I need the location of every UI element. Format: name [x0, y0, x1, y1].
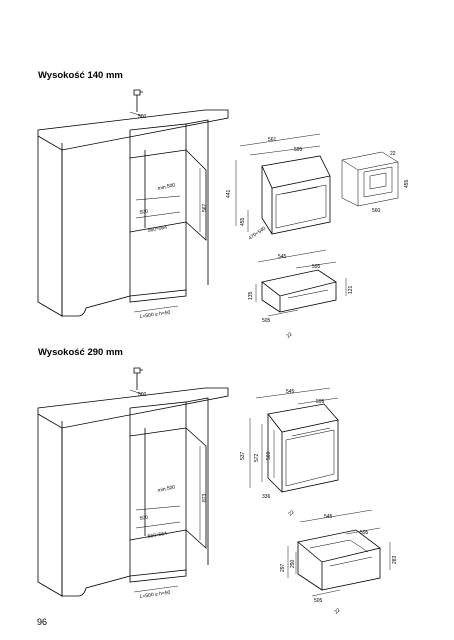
heading-290: Wysokość 290 mm — [38, 347, 123, 358]
drawer-front-depth-label: 505 — [314, 598, 323, 604]
heading-140: Wysokość 140 mm — [38, 70, 123, 81]
oven-front-width-label: 595 — [294, 147, 303, 153]
oven-body — [267, 403, 339, 493]
oven-body — [261, 155, 331, 235]
drawer-handle-label: 22 — [285, 331, 293, 339]
vent-label: L=500 ≥ h=50 — [139, 310, 171, 320]
niche-width-label: 560÷564 — [147, 225, 167, 234]
niche-depth-label: min.500 — [157, 484, 176, 494]
power-socket-icon — [133, 89, 143, 112]
machine-side-label: 455 — [404, 179, 410, 188]
power-socket-icon — [133, 367, 143, 390]
drawer-width-label: 595 — [360, 530, 369, 536]
oven-total-height-label: 441 — [226, 189, 232, 198]
machine-top-label: 22 — [390, 151, 396, 157]
oven-handle — [291, 427, 331, 437]
plinth-vent — [129, 289, 187, 303]
oven-drawing-140: 561 595 441 455 470÷540 — [226, 133, 331, 242]
oven-total-height-label: 537 — [240, 451, 246, 460]
drawer-left-height-label: 297 — [280, 563, 286, 572]
oven-bottom-label: 336 — [262, 494, 271, 500]
shelf-depth-label: 500 — [139, 209, 148, 216]
oven-handle-label: 22 — [287, 509, 295, 517]
drawer-width-label: 595 — [312, 264, 321, 270]
oven-back-width-label: 561 — [268, 137, 277, 143]
shelf-depth-label: 500 — [139, 515, 148, 522]
drawer-drawing-140: 545 595 135 121 505 22 — [248, 249, 354, 340]
drawer-handle — [329, 556, 373, 567]
oven-width-label: 595 — [316, 399, 325, 405]
drawer-right-height-label: 283 — [392, 555, 398, 564]
niche-height-label: 567 — [202, 203, 208, 212]
oven-handle — [281, 186, 319, 195]
cabinet-body — [61, 401, 187, 597]
coffee-machine-inset: 22 455 560 — [341, 151, 410, 214]
machine-base-label: 560 — [372, 208, 381, 214]
oven-depth-range-label: 470÷540 — [248, 225, 268, 241]
cabinet-top-depth-label: 500 — [138, 392, 147, 398]
niche-depth-label: min.500 — [157, 182, 176, 192]
oven-niche — [129, 149, 207, 241]
niche-width-label: 560÷564 — [147, 531, 167, 540]
drawer-depth-label: 545 — [278, 254, 287, 260]
vent-label: L=500 ≥ h=50 — [139, 590, 171, 600]
page-number: 96 — [37, 617, 48, 627]
oven-niche — [129, 427, 207, 549]
drawer-right-height-label: 121 — [348, 285, 354, 294]
drawer-body — [297, 529, 381, 591]
drawer-left-height-label: 135 — [248, 291, 254, 300]
drawer-depth-label: 545 — [324, 514, 333, 520]
drawer-body — [261, 269, 337, 313]
cabinet-drawing-290: 500 min.500 500 560÷564 873 L=500 ≥ h=50 — [37, 367, 229, 600]
oven-depth-label: 545 — [286, 389, 295, 395]
cabinet-left-panel — [37, 136, 63, 317]
oven-drawing-290: 545 595 537 572 560 336 22 — [240, 387, 339, 518]
drawer-front-depth-label: 505 — [262, 318, 271, 324]
oven-front-height-label: 455 — [240, 217, 246, 226]
niche-height-label: 873 — [202, 493, 208, 502]
drawer-handle-label: 22 — [333, 607, 341, 615]
cabinet-drawing-140: 500 min.500 500 560÷564 567 L=500 ≥ h=50 — [37, 89, 229, 320]
cabinet-left-panel — [37, 414, 63, 597]
cabinet-top-depth-label: 500 — [138, 114, 147, 120]
drawer-mid-height-label: 290 — [290, 559, 296, 568]
oven-front-height-label: 572 — [254, 453, 260, 462]
drawer-drawing-290: 545 595 297 290 283 505 22 — [280, 509, 398, 616]
drawer-handle — [287, 289, 329, 299]
oven-inner-height-label: 560 — [266, 451, 272, 460]
plinth-vent — [129, 569, 187, 583]
